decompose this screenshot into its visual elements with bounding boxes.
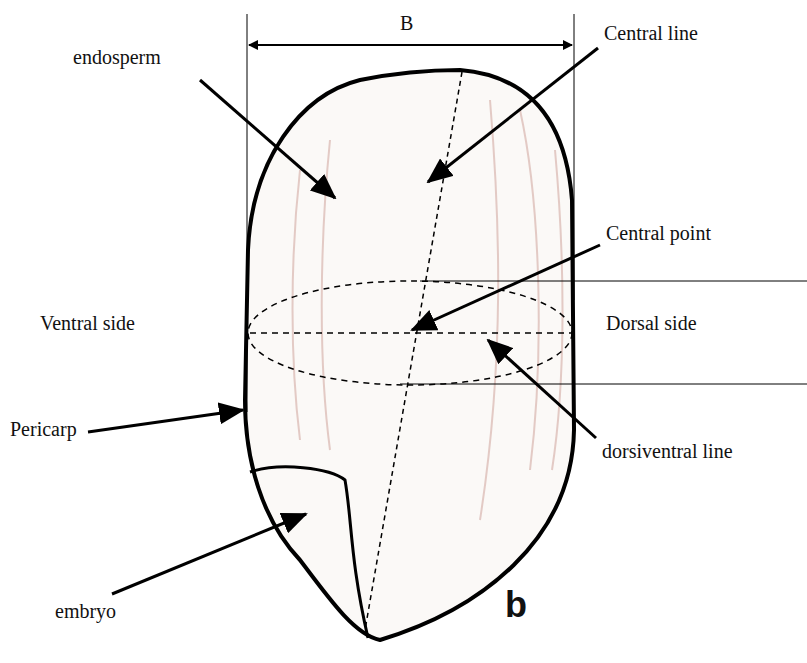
panel-letter: b [505, 585, 527, 625]
embryo-outline [250, 467, 368, 638]
part-label: endosperm [73, 46, 161, 68]
section-line [400, 384, 807, 385]
extension-line [247, 14, 248, 412]
part-label: Central point [606, 222, 711, 244]
leader-arrow [200, 80, 335, 198]
grain-outline [245, 70, 574, 640]
part-label: dorsiventral line [602, 440, 733, 462]
leader-arrow [428, 48, 598, 182]
dimension-line [249, 44, 572, 46]
section-line [420, 281, 807, 282]
part-label: Pericarp [10, 418, 77, 440]
part-label: embryo [55, 600, 116, 622]
side-label: Ventral side [40, 312, 135, 334]
part-label: Central line [604, 22, 698, 44]
grain-texture [293, 100, 563, 520]
central-line [365, 72, 462, 630]
dorsiventral-line [250, 332, 572, 334]
dimension-label: B [398, 12, 415, 34]
leader-arrow [88, 410, 243, 432]
section-ellipse [248, 281, 572, 385]
leader-arrow [488, 340, 596, 438]
leader-arrow [112, 514, 306, 594]
side-label: Dorsal side [606, 312, 697, 334]
leader-arrow [412, 245, 600, 330]
